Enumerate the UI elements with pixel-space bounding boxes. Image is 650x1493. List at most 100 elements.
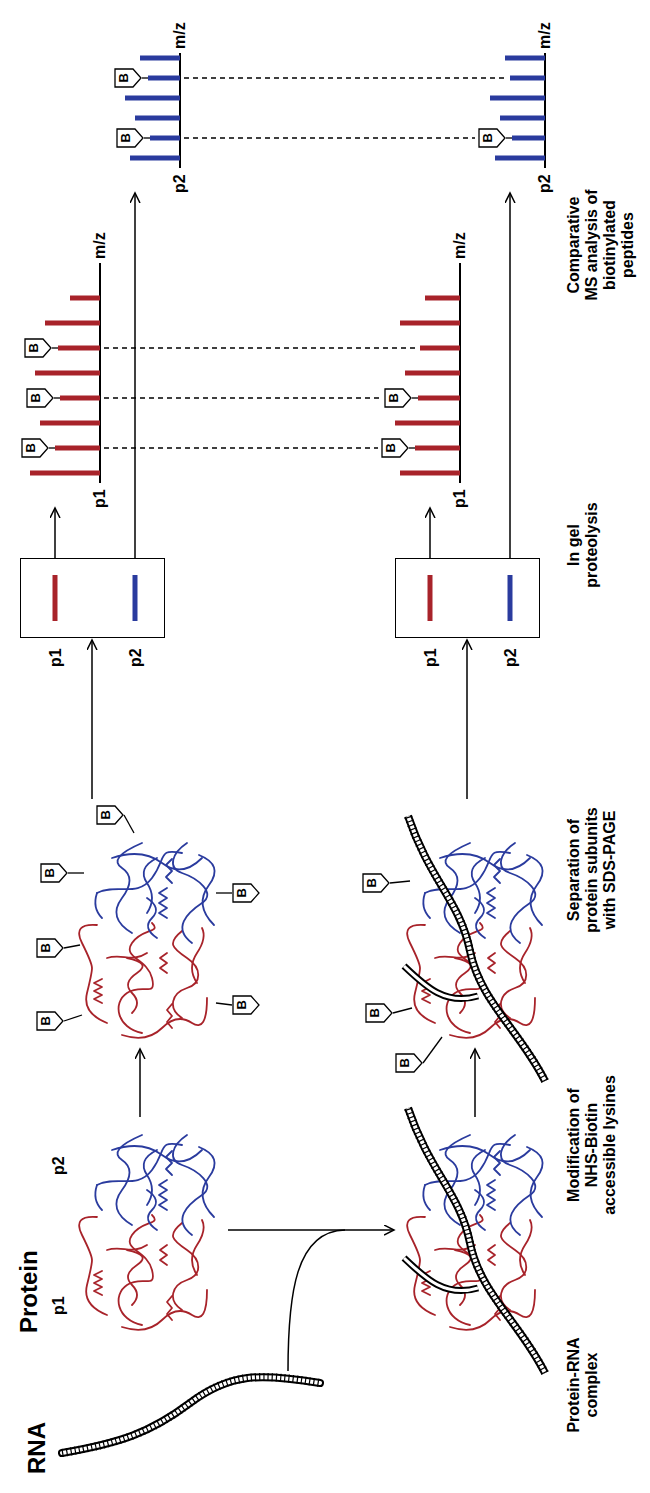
tag-outline <box>363 874 389 892</box>
biotin-tag: B <box>36 938 64 958</box>
step-label: In gel proteolysis <box>565 495 601 595</box>
structure-label: Protein <box>16 1250 42 1333</box>
structure-label: p2 <box>50 1156 68 1175</box>
tag-outline <box>233 884 259 902</box>
biotin-tag: B <box>365 1003 393 1023</box>
biotin-tag: B <box>478 128 506 148</box>
biotin-tag: B <box>232 995 260 1015</box>
tag-letter: B <box>117 73 131 82</box>
mass-spectrum: p1 m/z <box>370 226 470 508</box>
tag-letter: B <box>39 943 53 952</box>
gel-lane: p1p2 <box>20 558 165 638</box>
connector-arrow <box>54 508 56 558</box>
protein-structure <box>79 1135 214 1330</box>
tag-letter: B <box>398 1058 412 1067</box>
tag-outline <box>382 439 408 457</box>
rna-strand <box>62 1377 320 1453</box>
connector-group <box>55 193 510 558</box>
biotin-tag: B <box>114 68 142 88</box>
tag-outline <box>115 69 141 87</box>
tag-letter: B <box>27 343 41 352</box>
tag-outline <box>385 389 411 407</box>
structure-label: p2 <box>171 174 189 193</box>
spectrum-axis <box>100 53 545 483</box>
mass-spectrum: p1 m/z <box>15 226 112 508</box>
mass-spectrum: p2 m/z <box>470 18 554 193</box>
spectrum-peak <box>125 58 545 158</box>
protein-structure <box>79 843 214 1038</box>
rna-strand <box>404 816 545 1373</box>
structure-label: p1 <box>451 489 469 508</box>
tag-outline <box>22 439 48 457</box>
biotin-tag: B <box>40 863 68 883</box>
band-label: p2 <box>502 648 520 667</box>
tag-letter: B <box>235 1000 249 1009</box>
band-label: p2 <box>127 648 145 667</box>
structure-label: p2 <box>536 174 554 193</box>
connector-arrow <box>509 193 511 558</box>
tag-outline <box>396 1054 422 1072</box>
tag-outline <box>41 864 67 882</box>
comparison-line <box>104 78 506 448</box>
structure-label: p1 <box>91 489 109 508</box>
tag-letter: B <box>119 133 133 142</box>
connector-arrow <box>429 508 431 558</box>
structure-label: m/z <box>451 232 469 259</box>
tag-letter: B <box>235 888 249 897</box>
biotin-tag: B <box>96 805 124 825</box>
rna-structure: RNA <box>20 1408 54 1478</box>
biotin-tag: B <box>36 1011 64 1031</box>
structure-label: m/z <box>536 22 554 49</box>
band-label: p1 <box>47 648 65 667</box>
tag-outline <box>27 389 53 407</box>
process-arrow <box>92 640 475 1371</box>
tag-letter: B <box>387 393 401 402</box>
step-label: Separation of protein subunits with SDS-… <box>565 795 619 945</box>
tag-letter: B <box>481 133 495 142</box>
gel-band <box>55 575 510 621</box>
biotin-tag: B <box>116 128 144 148</box>
tag-outline <box>233 996 259 1014</box>
protein-structure: Protein p1 p2 <box>10 1113 225 1343</box>
tag-letter: B <box>384 443 398 452</box>
biotin-tag: B <box>24 338 52 358</box>
tag-stub <box>64 815 442 1063</box>
connector-arrow <box>134 193 136 558</box>
biotin-tag: B <box>232 883 260 903</box>
tag-outline <box>117 129 143 147</box>
tag-letter: B <box>365 878 379 887</box>
gel-lane: p1p2 <box>395 558 540 638</box>
tag-letter: B <box>29 393 43 402</box>
structure-label: RNA <box>24 1422 50 1474</box>
tag-letter: B <box>43 868 57 877</box>
biotin-tag: B <box>26 388 54 408</box>
step-label: Comparative MS analysis of biotinylated … <box>565 185 637 305</box>
structure-label: m/z <box>91 232 109 259</box>
tag-letter: B <box>368 1008 382 1017</box>
tag-letter: B <box>39 1016 53 1025</box>
protein-structure <box>407 1135 542 1330</box>
protein-structure <box>407 843 542 1038</box>
tag-outline <box>479 129 505 147</box>
mass-spectrum: p2 m/z <box>108 18 193 193</box>
biotin-tag: B <box>362 873 390 893</box>
biotin-tag: B <box>381 438 409 458</box>
band-label: p1 <box>422 648 440 667</box>
tag-outline <box>37 939 63 957</box>
biotin-tag: B <box>21 438 49 458</box>
tag-outline <box>97 806 123 824</box>
tag-outline <box>37 1012 63 1030</box>
tag-outline <box>366 1004 392 1022</box>
spectrum-peak <box>30 298 460 473</box>
tag-letter: B <box>99 810 113 819</box>
biotin-tag: B <box>395 1053 423 1073</box>
biotin-tag: B <box>384 388 412 408</box>
step-label: Protein-RNA complex <box>565 1330 601 1440</box>
structure-label: p1 <box>50 1296 68 1315</box>
tag-stub <box>49 78 512 448</box>
structure-label: m/z <box>171 22 189 49</box>
tag-letter: B <box>24 443 38 452</box>
